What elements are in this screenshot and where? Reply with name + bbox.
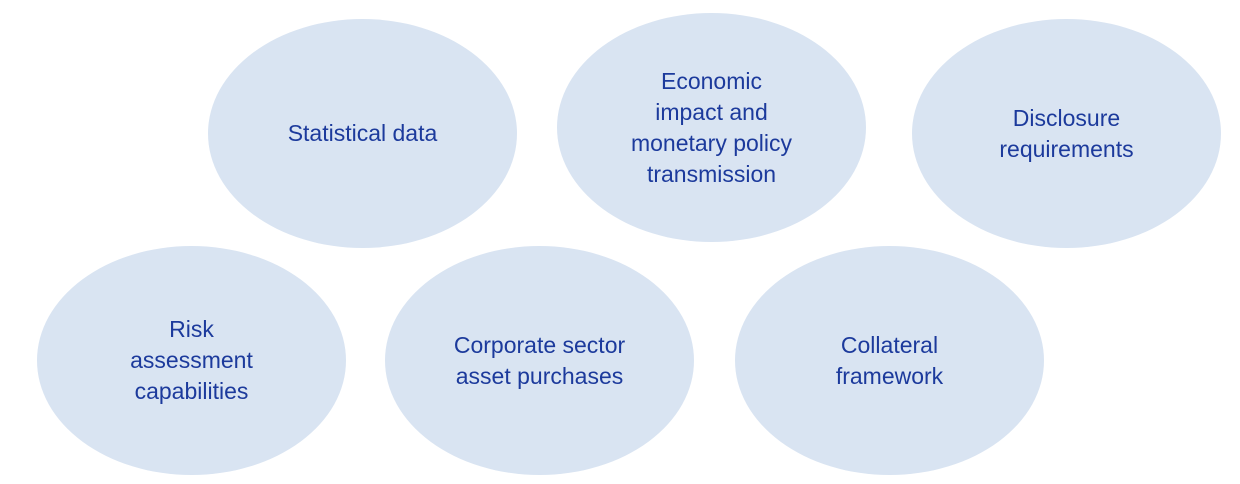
bubble-label: Collateral framework	[835, 331, 944, 389]
bubble-disclosure-requirements: Disclosure requirements	[912, 19, 1221, 248]
bubble-economic-impact: Economic impact and monetary policy tran…	[557, 13, 866, 242]
bubble-corporate-sector: Corporate sector asset purchases	[385, 246, 694, 475]
bubble-risk-assessment: Risk assessment capabilities	[37, 246, 346, 475]
bubble-label: Economic impact and monetary policy tran…	[630, 67, 793, 187]
bubble-label: Disclosure requirements	[999, 104, 1134, 162]
bubble-collateral-framework: Collateral framework	[735, 246, 1044, 475]
bubble-label: Corporate sector asset purchases	[453, 331, 626, 389]
bubble-label: Statistical data	[287, 120, 438, 146]
bubble-label: Risk assessment capabilities	[130, 316, 253, 404]
bubble-statistical-data: Statistical data	[208, 19, 517, 248]
